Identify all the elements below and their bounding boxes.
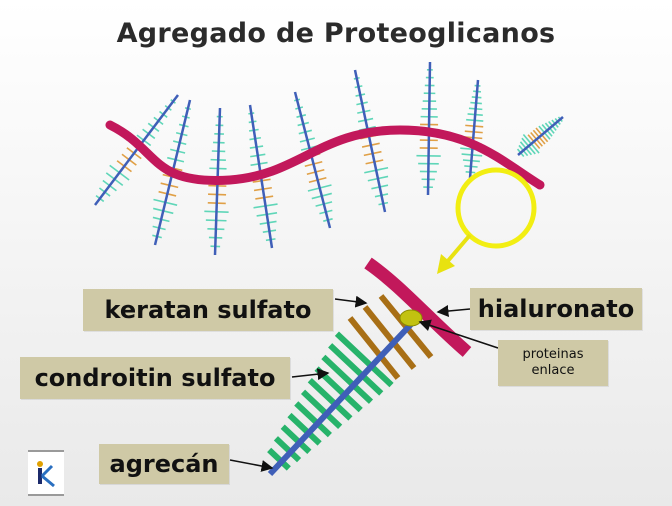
proteinas-line-2: enlace (532, 363, 575, 379)
core-protein (270, 320, 415, 474)
brush-core (355, 70, 385, 212)
hialuronato-pointer (438, 309, 470, 312)
link-protein (400, 310, 422, 326)
agrecan-label: agrecán (99, 444, 229, 484)
agrecan-pointer (230, 460, 272, 468)
hialuronato-label: hialuronato (470, 288, 642, 330)
condroitin-label: condroitin sulfato (20, 357, 290, 399)
proteinas-enlace-label: proteinas enlace (498, 340, 608, 386)
proteinas-line-1: proteinas (523, 347, 584, 363)
keratan-pointer (335, 299, 366, 303)
condroitin-rungs (269, 334, 391, 469)
brush-core (470, 80, 478, 178)
logo-icon (28, 450, 64, 496)
brush-core (95, 95, 178, 205)
arrow-down-left (437, 235, 470, 274)
keratan-label: keratan sulfato (83, 289, 333, 331)
